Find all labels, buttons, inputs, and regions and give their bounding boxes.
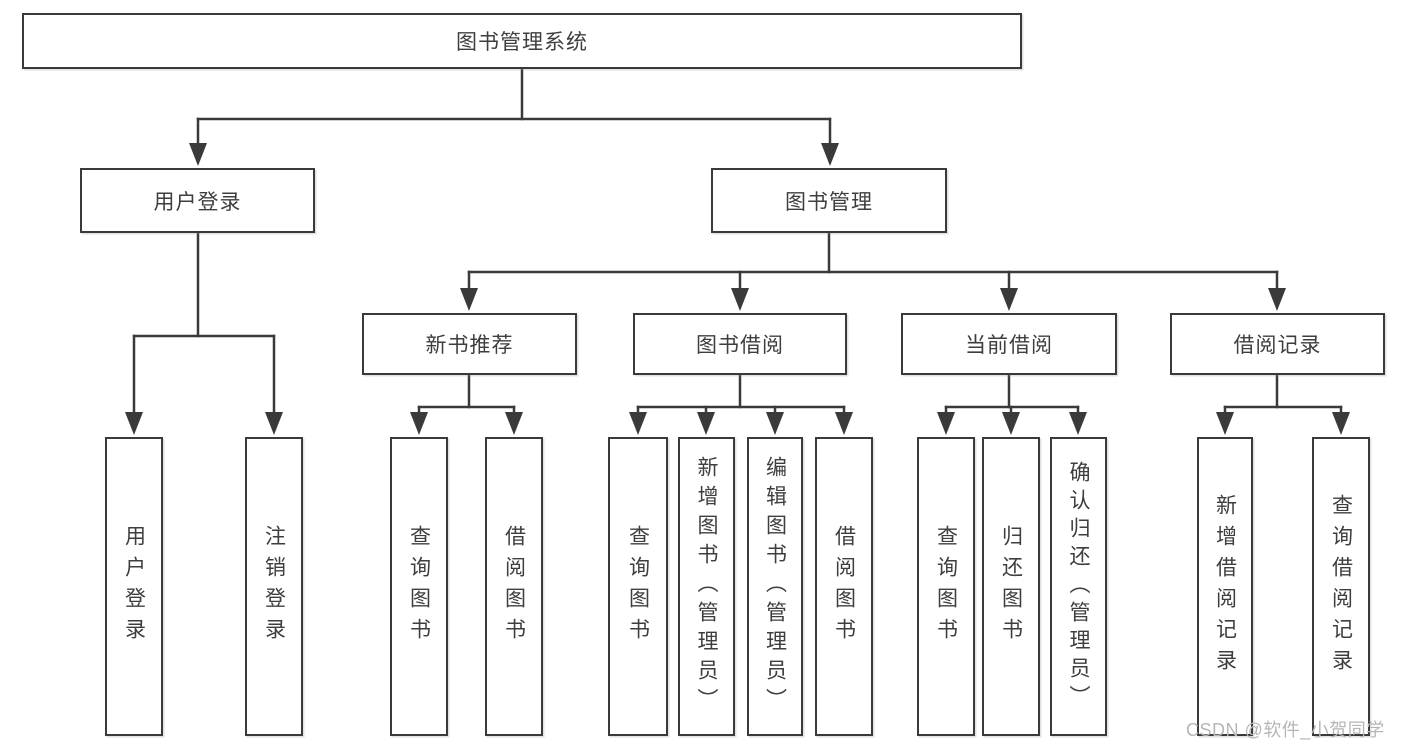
node-leaf-edit-books-admin: 编辑图书（管理员） xyxy=(747,437,803,736)
node-leaf-label: 借阅图书 xyxy=(502,524,526,649)
node-module-borrowing-records: 借阅记录 xyxy=(1170,313,1385,375)
node-leaf-label: 归还图书 xyxy=(999,524,1023,649)
node-module-label: 借阅记录 xyxy=(1233,334,1322,357)
connector-current-to-leaves xyxy=(937,373,1087,435)
node-module-current-borrowing: 当前借阅 xyxy=(901,313,1117,375)
node-leaf-label: 查询图书 xyxy=(934,524,958,649)
node-leaf-query-books-1: 查询图书 xyxy=(390,437,448,736)
connector-newbooks-to-leaves xyxy=(410,373,523,435)
node-root-label: 图书管理系统 xyxy=(456,31,588,54)
node-leaf-label: 注销登录 xyxy=(262,524,286,649)
node-leaf-label: 确认归还（管理员） xyxy=(1067,460,1090,713)
node-leaf-borrow-books-1: 借阅图书 xyxy=(485,437,543,736)
node-leaf-query-books-3: 查询图书 xyxy=(917,437,975,736)
connector-records-to-leaves xyxy=(1216,373,1350,435)
node-branch-label: 图书管理 xyxy=(785,190,873,214)
csdn-watermark: CSDN @软件_小贺同学 xyxy=(1186,720,1385,740)
node-module-label: 图书借阅 xyxy=(696,334,784,357)
node-module-book-borrowing: 图书借阅 xyxy=(633,313,847,375)
node-leaf-label: 查询图书 xyxy=(407,524,431,649)
node-leaf-query-books-2: 查询图书 xyxy=(608,437,668,736)
node-module-label: 当前借阅 xyxy=(965,334,1053,357)
node-leaf-label: 编辑图书（管理员） xyxy=(763,456,787,717)
node-leaf-borrow-books-2: 借阅图书 xyxy=(815,437,873,736)
node-leaf-return-books: 归还图书 xyxy=(982,437,1040,736)
node-branch-label: 用户登录 xyxy=(153,190,242,214)
node-branch-book-management: 图书管理 xyxy=(711,168,947,233)
node-leaf-label: 新增借阅记录 xyxy=(1213,493,1237,680)
node-leaf-logout: 注销登录 xyxy=(245,437,303,736)
connector-root-to-branches xyxy=(189,67,839,166)
node-leaf-label: 新增图书（管理员） xyxy=(695,456,718,717)
node-leaf-label: 用户登录 xyxy=(122,524,146,649)
node-root-library-system: 图书管理系统 xyxy=(22,13,1022,69)
node-leaf-label: 查询借阅记录 xyxy=(1329,493,1353,680)
node-leaf-query-borrow-record: 查询借阅记录 xyxy=(1312,437,1370,736)
connector-borrowing-to-leaves xyxy=(629,373,853,435)
connector-userlogin-to-leaves xyxy=(125,231,283,435)
node-leaf-confirm-return-admin: 确认归还（管理员） xyxy=(1050,437,1107,736)
connector-bookmgmt-to-modules xyxy=(460,231,1286,311)
node-branch-user-login: 用户登录 xyxy=(80,168,315,233)
node-leaf-user-login: 用户登录 xyxy=(105,437,163,736)
node-leaf-add-books-admin: 新增图书（管理员） xyxy=(678,437,735,736)
node-leaf-add-borrow-record: 新增借阅记录 xyxy=(1197,437,1253,736)
node-module-new-book-recommendation: 新书推荐 xyxy=(362,313,577,375)
node-leaf-label: 查询图书 xyxy=(626,524,650,649)
node-module-label: 新书推荐 xyxy=(425,334,514,357)
node-leaf-label: 借阅图书 xyxy=(832,524,856,649)
